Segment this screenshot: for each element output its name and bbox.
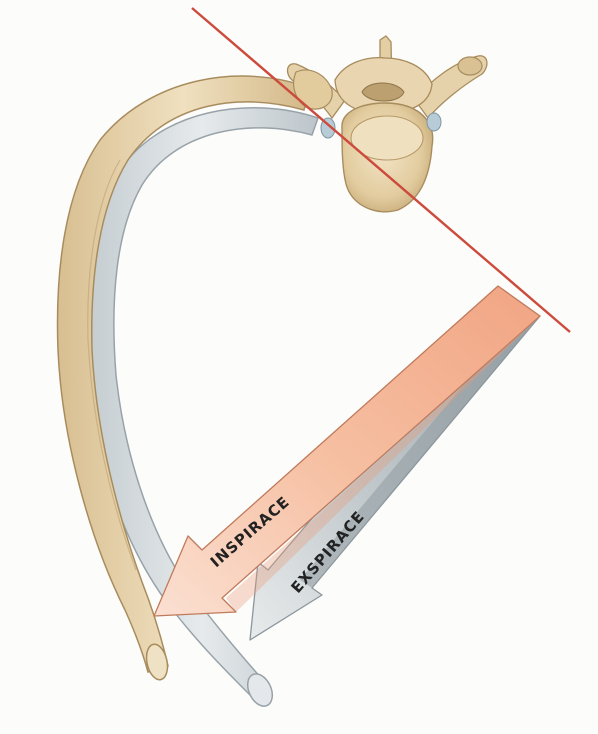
costal-facet-right [427, 113, 441, 131]
transverse-process-right-tip [458, 57, 482, 75]
